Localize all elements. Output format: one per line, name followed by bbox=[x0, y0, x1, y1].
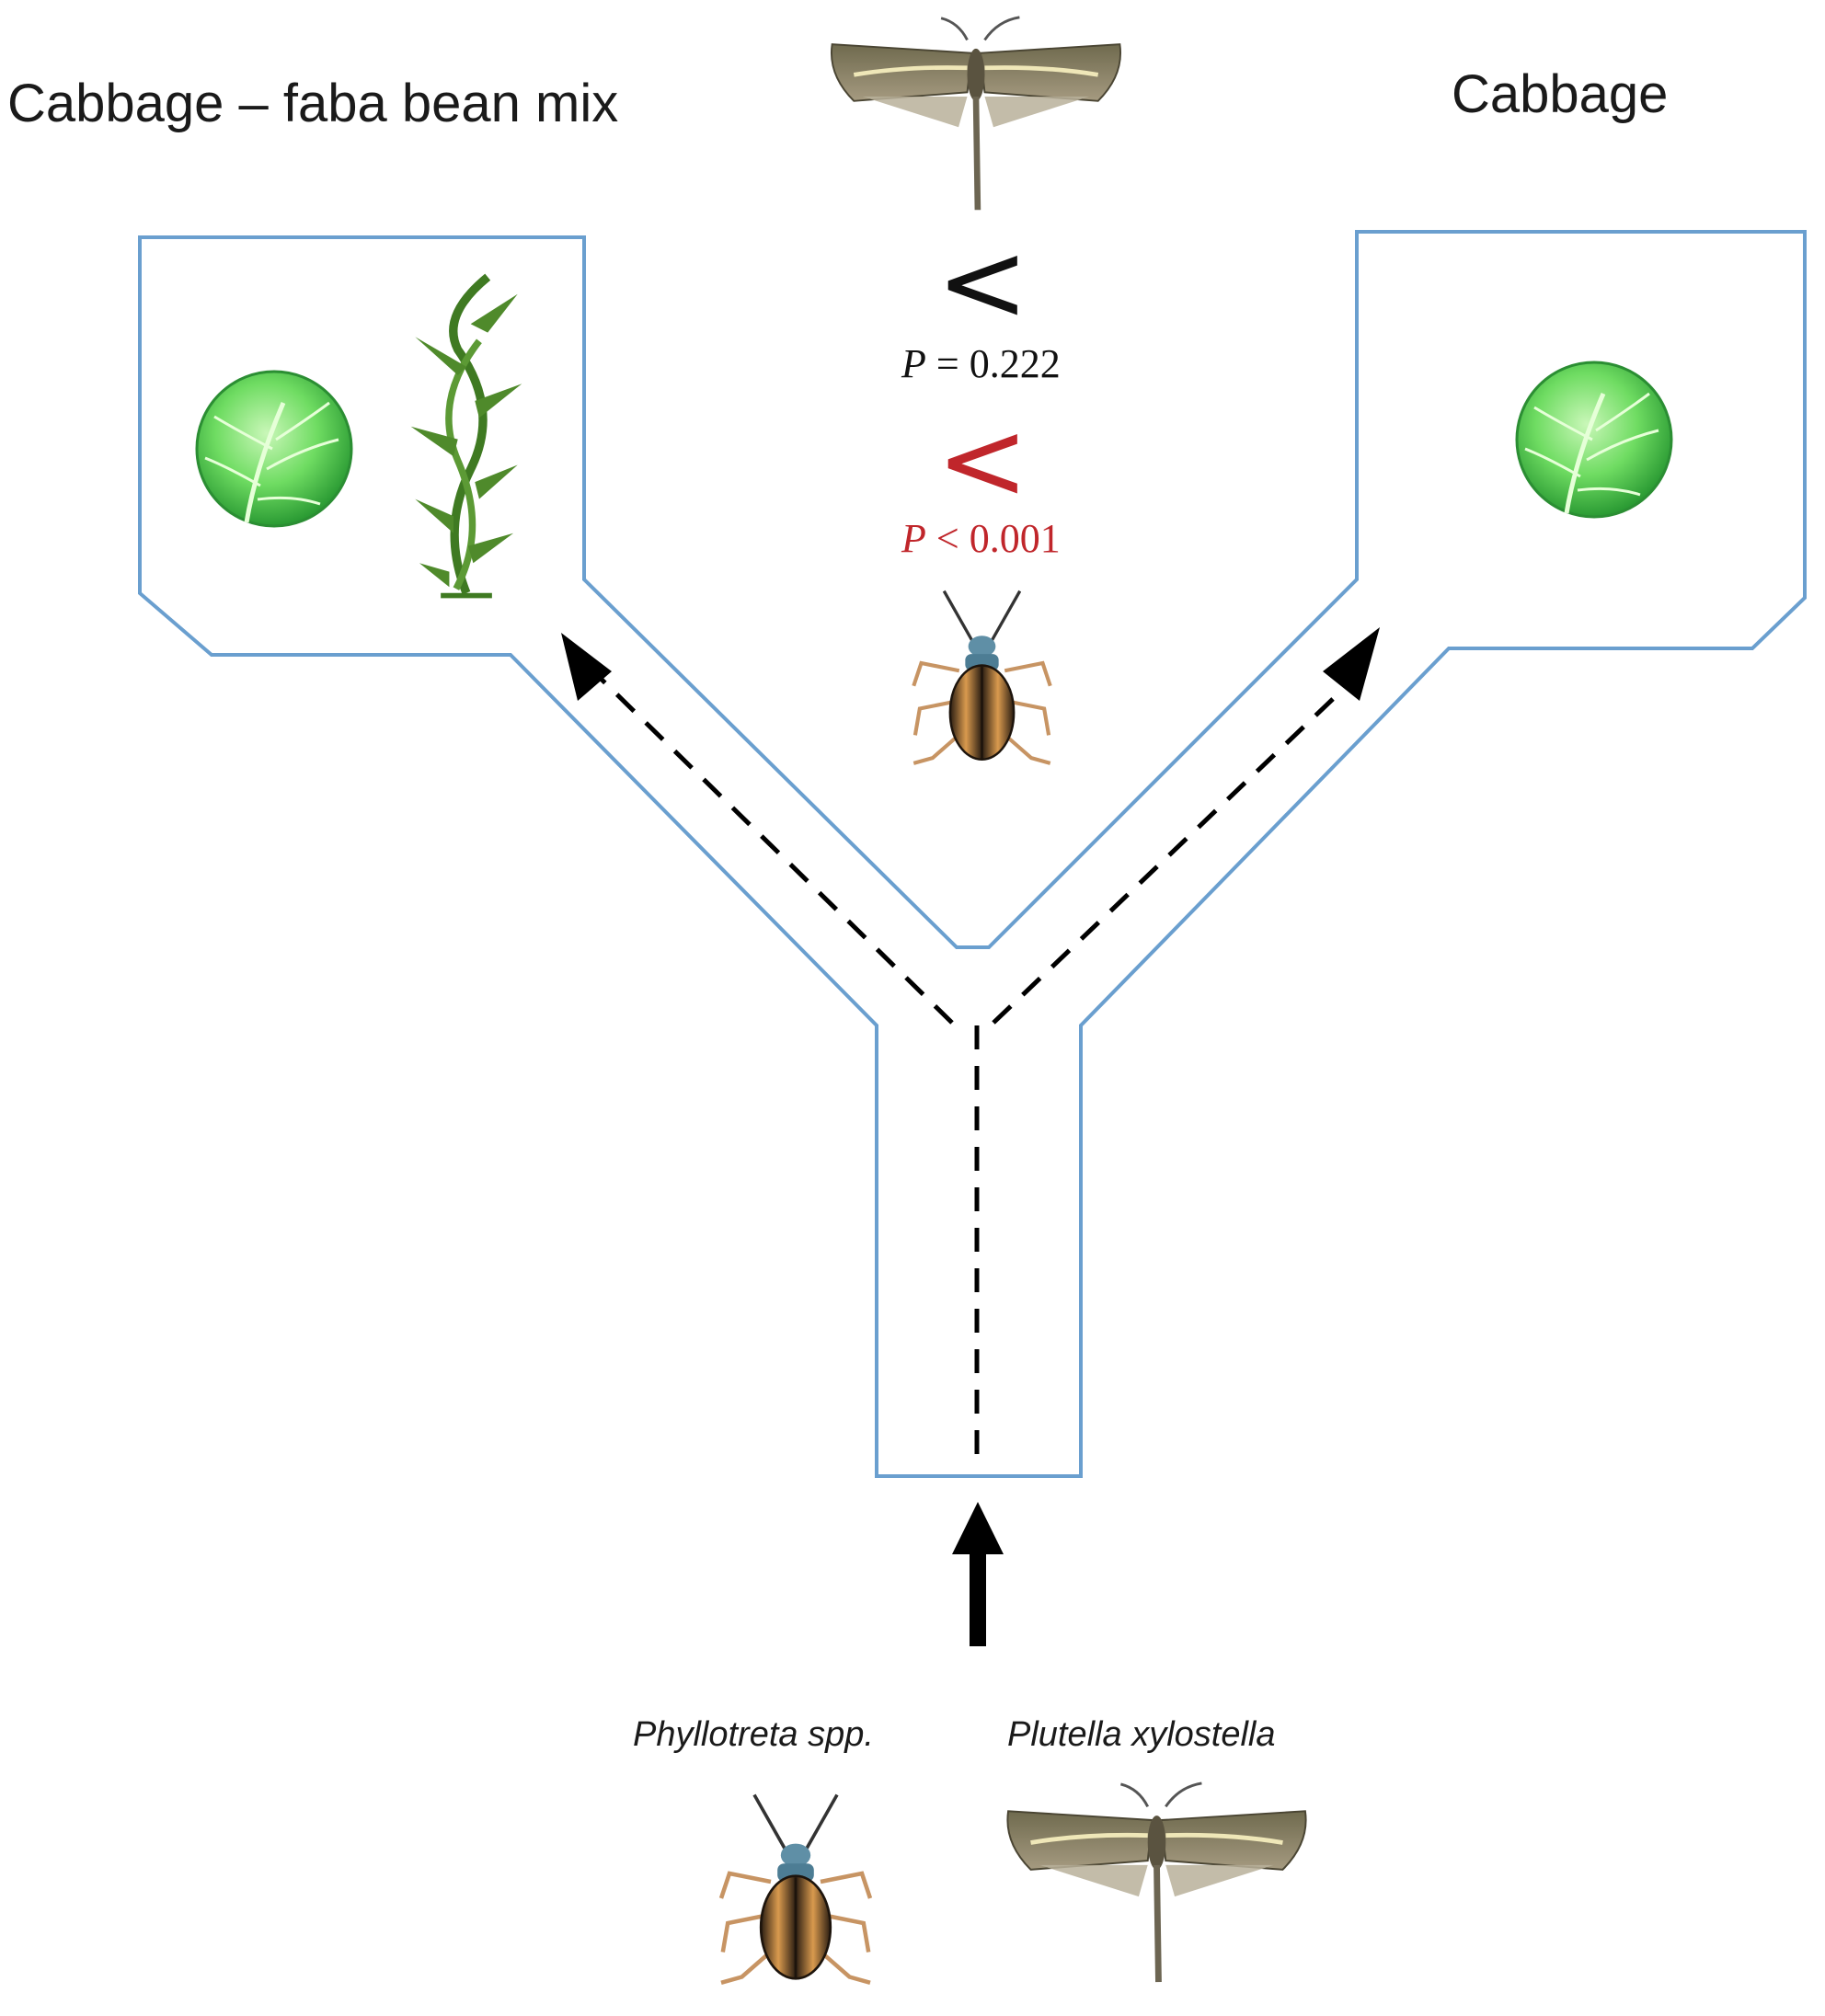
entry-arrowhead bbox=[952, 1502, 1004, 1554]
entry-arrow-shaft bbox=[970, 1545, 986, 1646]
cabbage-icon bbox=[1517, 362, 1671, 517]
left-arm-label: Cabbage – faba bean mix bbox=[7, 74, 618, 133]
right-arm-label: Cabbage bbox=[1452, 64, 1668, 124]
beetle-icon bbox=[913, 591, 1050, 763]
right-arrowhead bbox=[1323, 627, 1380, 701]
left-arrowhead bbox=[561, 633, 612, 701]
beetle-p-symbol: P bbox=[901, 516, 926, 561]
moth-p-rest: = 0.222 bbox=[926, 341, 1061, 386]
left-path-dashed bbox=[587, 665, 954, 1025]
moth-species-label: Plutella xylostella bbox=[1007, 1715, 1275, 1754]
beetle-p-rest: < 0.001 bbox=[926, 516, 1061, 561]
right-path-dashed bbox=[992, 679, 1354, 1025]
moth-comparison-symbol: < bbox=[936, 219, 1029, 347]
moth-icon bbox=[832, 17, 1120, 210]
y-tube-outline bbox=[138, 230, 1807, 1478]
beetle-comparison-symbol: < bbox=[936, 397, 1029, 525]
moth-p-value: P = 0.222 bbox=[901, 341, 1061, 386]
moth-p-symbol: P bbox=[901, 341, 926, 386]
moth-icon bbox=[1007, 1783, 1305, 1982]
faba-bean-plant-icon bbox=[411, 277, 522, 595]
beetle-p-value: P < 0.001 bbox=[901, 516, 1061, 561]
beetle-species-label: Phyllotreta spp. bbox=[633, 1715, 874, 1754]
cabbage-icon bbox=[197, 372, 351, 526]
beetle-icon bbox=[721, 1795, 870, 1983]
